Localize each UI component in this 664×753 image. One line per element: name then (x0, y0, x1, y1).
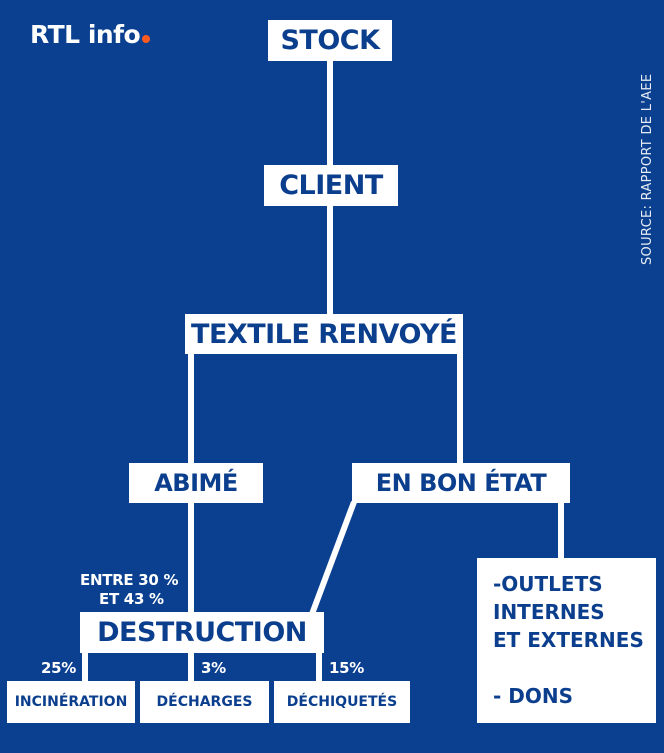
node-stock: STOCK (268, 20, 392, 61)
node-textile-renvoye: TEXTILE RENVOYÉ (185, 314, 463, 354)
outlets-spacer (493, 654, 656, 682)
node-destruction: DESTRUCTION (80, 612, 324, 653)
outlets-line-1: -OUTLETS (493, 572, 603, 596)
destruction-share-label-line1: ENTRE 30 % (80, 571, 179, 589)
node-dechiquetes: DÉCHIQUETÉS (274, 681, 410, 723)
decharges-percent: 3% (201, 659, 226, 677)
outlets-line-3: ET EXTERNES (493, 628, 644, 652)
incineration-percent: 25% (41, 659, 77, 677)
destruction-share-label-line2: ET 43 % (99, 590, 164, 608)
dechiquetes-percent: 15% (329, 659, 365, 677)
logo-dot-icon (142, 35, 151, 43)
node-incineration: INCINÉRATION (7, 681, 135, 723)
rtl-info-logo: RTL info (30, 20, 151, 49)
outlets-line-2: INTERNES (493, 600, 605, 624)
node-decharges: DÉCHARGES (140, 681, 269, 723)
node-client: CLIENT (264, 165, 398, 206)
node-en-bon-etat: EN BON ÉTAT (352, 463, 570, 503)
logo-text: RTL info (30, 20, 141, 49)
line-bonetat-destruction (309, 500, 357, 616)
node-abime: ABIMÉ (129, 463, 263, 503)
outlets-line-4: - DONS (493, 684, 574, 708)
node-outlets-dons: -OUTLETS INTERNES ET EXTERNES - DONS (477, 558, 656, 723)
source-caption: SOURCE: RAPPORT DE L'AEE (640, 73, 655, 265)
